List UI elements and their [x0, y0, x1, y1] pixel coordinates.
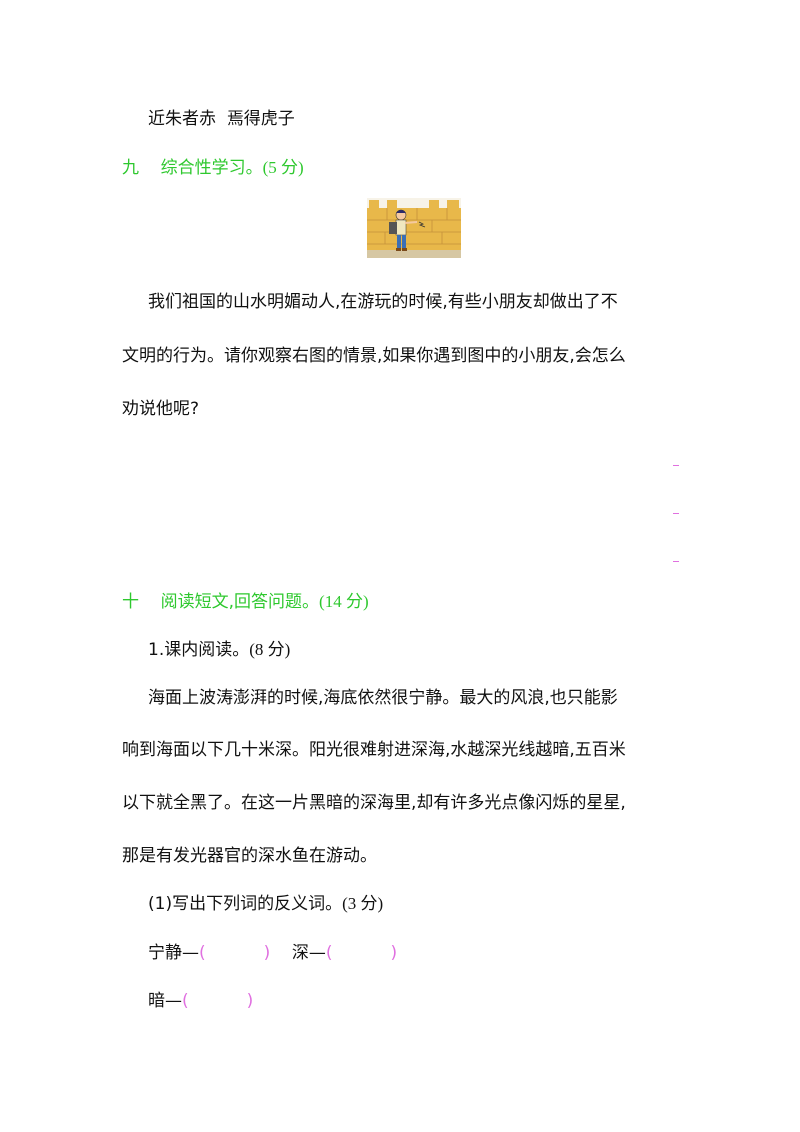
antonym-blank-3-close: ): [246, 991, 254, 1011]
section-10-heading: 十 阅读短文,回答问题。(14 分): [122, 590, 369, 614]
subsection-1-label: 1.课内阅读。: [148, 640, 250, 660]
section-9-paragraph-line-2: 文明的行为。请你观察右图的情景,如果你遇到图中的小朋友,会怎么: [122, 346, 626, 366]
idiom-part-2: 焉得虎子: [226, 109, 295, 129]
section-9-paragraph-line-3: 劝说他呢?: [122, 399, 200, 419]
passage-line-4: 那是有发光器官的深水鱼在游动。: [122, 846, 377, 866]
idiom-part-1: 近朱者赤: [148, 109, 216, 129]
idiom-line: 近朱者赤 焉得虎子: [148, 107, 295, 131]
section-9-paragraph-line-1: 我们祖国的山水明媚动人,在游玩的时候,有些小朋友却做出了不: [148, 292, 618, 312]
section-10-score: (14 分): [319, 592, 369, 611]
antonym-row-2: 暗—(): [148, 989, 253, 1013]
antonym-row-1: 宁静—() 深—(): [148, 941, 397, 965]
antonym-blank-1-open[interactable]: (: [199, 943, 206, 963]
answer-line-mark-3: [673, 561, 679, 562]
section-9-heading: 九 综合性学习。(5 分): [122, 156, 304, 180]
section-9-score: (5 分): [262, 158, 304, 177]
question-1-label: (1)写出下列词的反义词。: [148, 894, 343, 914]
section-9-number: 九: [122, 158, 139, 178]
section-9-title: 综合性学习。: [160, 158, 263, 178]
antonym-blank-3-open[interactable]: (: [182, 991, 189, 1011]
subsection-1-heading: 1.课内阅读。(8 分): [148, 638, 290, 662]
passage-line-1: 海面上波涛澎湃的时候,海底依然很宁静。最大的风浪,也只能影: [148, 688, 618, 708]
question-1-heading: (1)写出下列词的反义词。(3 分): [148, 892, 383, 916]
answer-line-mark-1: [673, 465, 679, 466]
antonym-word-1: 宁静—: [148, 943, 199, 963]
question-1-score: (3 分): [342, 894, 384, 913]
passage-line-2: 响到海面以下几十米深。阳光很难射进深海,水越深光线越暗,五百米: [122, 740, 626, 760]
antonym-blank-1-close: ): [263, 943, 271, 963]
answer-line-mark-2: [673, 513, 679, 514]
section-10-number: 十: [122, 592, 139, 612]
antonym-blank-2-close: ): [390, 943, 398, 963]
antonym-blank-2-open[interactable]: (: [325, 943, 333, 963]
subsection-1-score: (8 分): [249, 640, 291, 659]
illustration-boy-writing-on-wall: [367, 198, 461, 258]
antonym-word-2: 深—: [291, 943, 326, 963]
section-10-title: 阅读短文,回答问题。: [160, 592, 320, 612]
wall-graffiti-illustration: [367, 198, 461, 258]
passage-line-3: 以下就全黑了。在这一片黑暗的深海里,却有许多光点像闪烁的星星,: [122, 793, 626, 813]
antonym-word-3: 暗—: [148, 991, 182, 1011]
